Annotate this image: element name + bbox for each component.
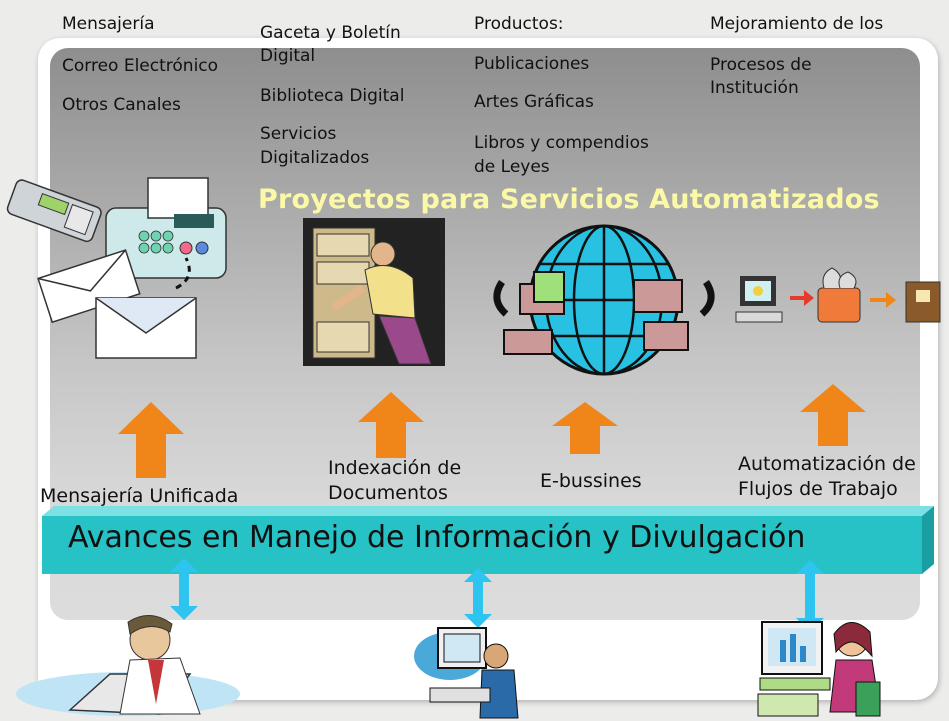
banner-text: Avances en Manejo de Información y Divul… <box>68 520 806 555</box>
label-mensajeria-unificada: Mensajería Unificada <box>40 485 239 507</box>
woman-computer-clipart <box>757 621 881 717</box>
col2-item-3: Servicios Digitalizados <box>260 124 370 168</box>
laptop-person-clipart <box>16 615 240 716</box>
col4-item-1: Mejoramiento de los <box>710 14 884 34</box>
col2-item-1: Gaceta y Boletín Digital <box>260 23 401 66</box>
col4-item-2: Procesos de Institución <box>710 55 812 98</box>
up-arrow-icon <box>118 402 184 478</box>
col2-item-2: Biblioteca Digital <box>260 86 405 106</box>
double-arrow-icon <box>796 560 824 632</box>
computer-user-clipart <box>414 627 519 719</box>
label-ebussines: E-bussines <box>540 470 642 492</box>
col3-item-2: Publicaciones <box>474 54 590 74</box>
up-arrow-icon <box>552 402 618 454</box>
label-indexacion: Indexación de Documentos <box>328 457 462 504</box>
up-arrow-icon <box>800 384 866 446</box>
globe-clipart <box>493 224 715 376</box>
double-arrow-icon <box>170 558 198 620</box>
col1-item-1: Mensajería <box>62 14 155 34</box>
fax-mail-clipart <box>6 177 227 359</box>
col3-item-4: Libros y compendios de Leyes <box>474 133 649 177</box>
double-arrow-icon <box>464 568 492 628</box>
col3-item-3: Artes Gráficas <box>474 92 594 112</box>
filing-cabinet-clipart <box>303 218 445 366</box>
diagram-title: Proyectos para Servicios Automatizados <box>258 184 880 215</box>
label-automatizacion: Automatización de Flujos de Trabajo <box>738 453 916 500</box>
workflow-clipart <box>735 267 941 323</box>
col1-item-3: Otros Canales <box>62 95 181 115</box>
col1-item-2: Correo Electrónico <box>62 56 219 76</box>
col3-item-1: Productos: <box>474 14 564 34</box>
up-arrow-icon <box>358 392 424 458</box>
